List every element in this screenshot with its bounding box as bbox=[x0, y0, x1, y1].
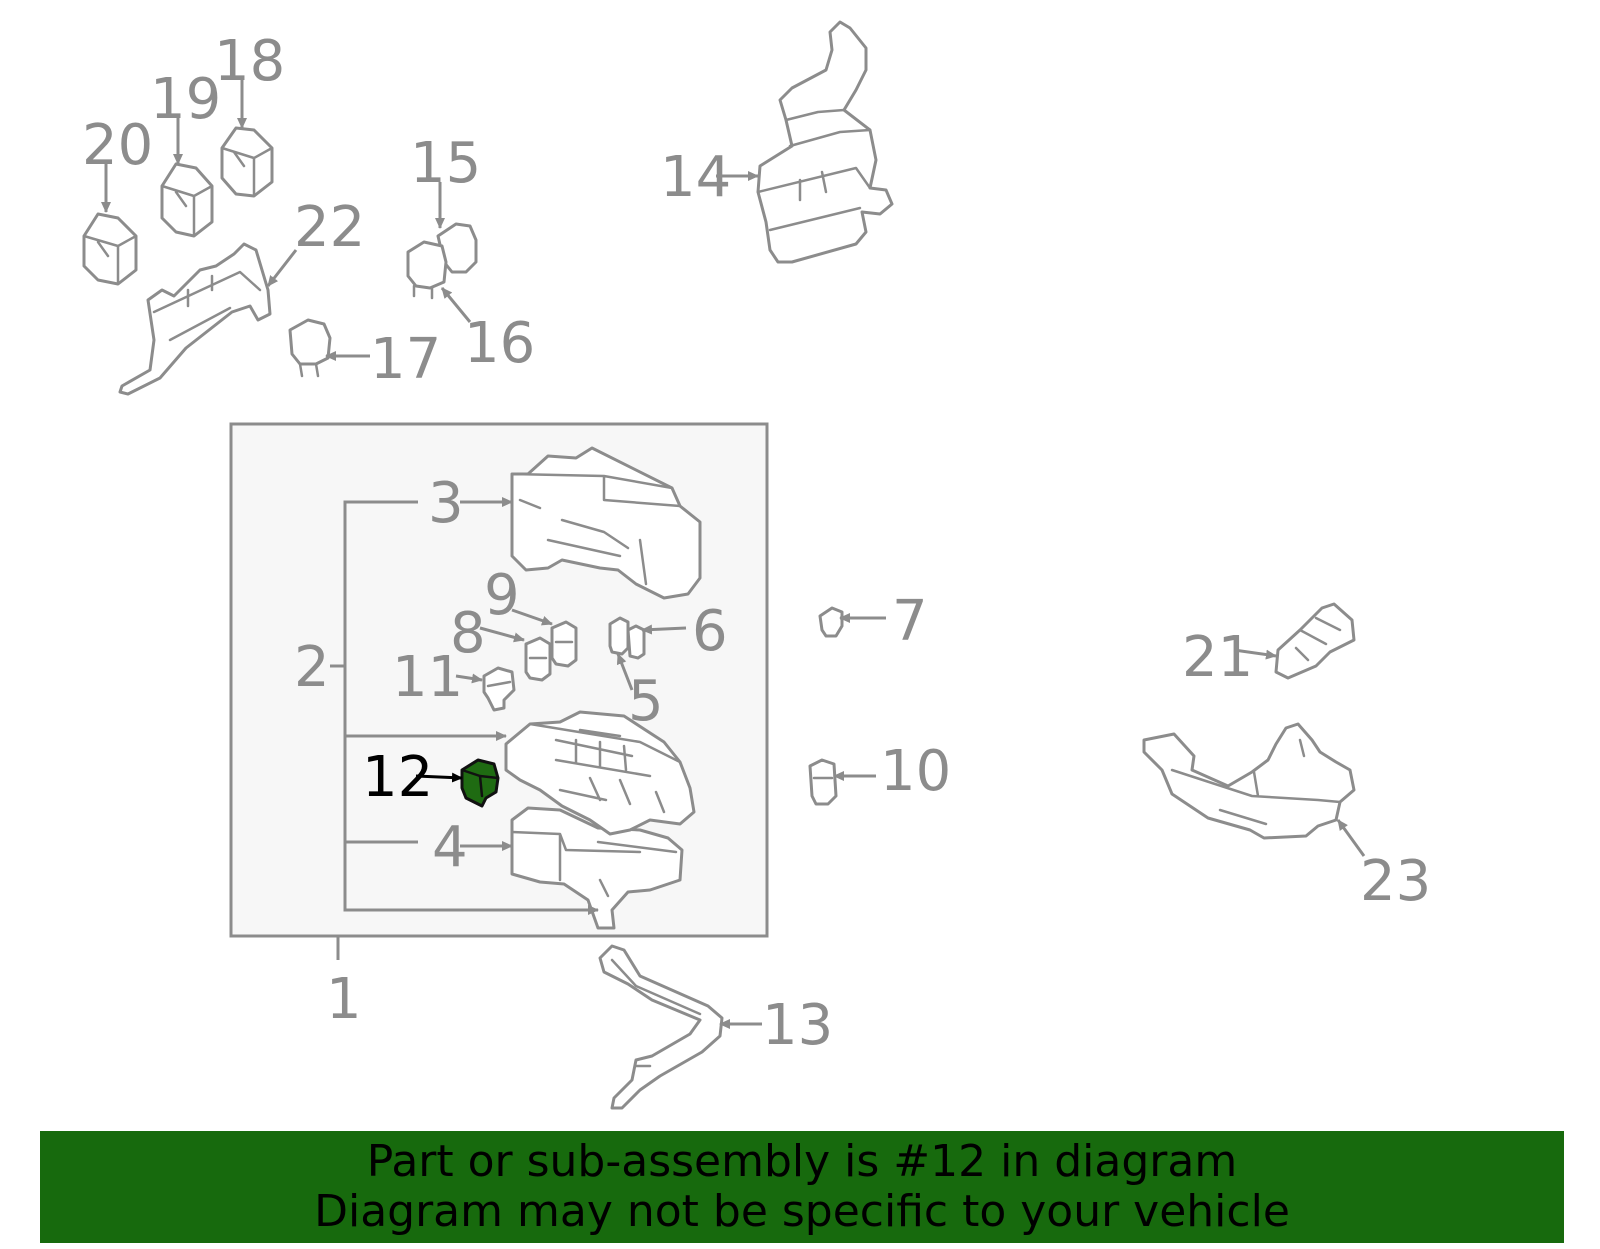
callout-20: 20 bbox=[82, 113, 153, 178]
callout-19: 19 bbox=[150, 67, 221, 132]
part-14-bracket bbox=[756, 20, 894, 264]
part-22-bracket bbox=[118, 242, 272, 396]
leader-lines bbox=[101, 80, 1366, 1029]
part-19-relay bbox=[160, 162, 214, 238]
part-5-6-mini-fuses bbox=[608, 616, 646, 660]
callout-3: 3 bbox=[428, 471, 464, 536]
part-13-bracket bbox=[598, 944, 724, 1110]
callout-6: 6 bbox=[692, 599, 728, 664]
callout-14: 14 bbox=[660, 145, 731, 210]
part-16-relay bbox=[406, 240, 448, 300]
banner-vehicle-note: Diagram may not be specific to your vehi… bbox=[314, 1186, 1290, 1237]
callout-17: 17 bbox=[370, 327, 441, 392]
callout-21: 21 bbox=[1182, 625, 1253, 690]
callout-23: 23 bbox=[1360, 849, 1431, 914]
callout-11: 11 bbox=[392, 645, 463, 710]
callout-13: 13 bbox=[762, 993, 833, 1058]
callout-8: 8 bbox=[450, 601, 486, 666]
part-12-relay-highlighted bbox=[460, 758, 500, 808]
banner-part-note: Part or sub-assembly is #12 in diagram bbox=[366, 1136, 1238, 1187]
callout-12-highlighted: 12 bbox=[362, 745, 433, 810]
callout-18: 18 bbox=[214, 29, 285, 94]
part-8-fuse bbox=[524, 636, 552, 682]
callout-16: 16 bbox=[464, 311, 535, 376]
part-18-relay bbox=[220, 126, 274, 198]
callout-15: 15 bbox=[410, 131, 481, 196]
part-3-fuse-box-cover bbox=[510, 446, 702, 600]
callout-4: 4 bbox=[432, 815, 468, 880]
part-4-fuse-box-base bbox=[510, 806, 684, 930]
part-20-relay bbox=[82, 212, 138, 286]
callout-labels: 1 2 3 4 5 6 7 8 9 10 11 12 13 14 15 16 1… bbox=[82, 29, 1431, 1058]
fuse-relay-block bbox=[504, 710, 696, 836]
part-11-fuse bbox=[482, 666, 516, 712]
callout-5: 5 bbox=[628, 669, 664, 734]
part-21-bracket bbox=[1274, 602, 1356, 680]
callout-1: 1 bbox=[326, 967, 362, 1032]
callout-7: 7 bbox=[892, 589, 928, 654]
part-10-fuse bbox=[808, 758, 838, 806]
callout-22: 22 bbox=[294, 195, 365, 260]
callout-10: 10 bbox=[880, 739, 951, 804]
callout-9: 9 bbox=[484, 563, 520, 628]
part-7-fuse bbox=[818, 606, 844, 638]
part-9-fuse bbox=[550, 620, 578, 668]
part-23-bracket bbox=[1142, 722, 1356, 840]
info-banner: Part or sub-assembly is #12 in diagram D… bbox=[40, 1131, 1564, 1243]
part-17-relay bbox=[288, 318, 332, 378]
callout-2: 2 bbox=[294, 635, 330, 700]
